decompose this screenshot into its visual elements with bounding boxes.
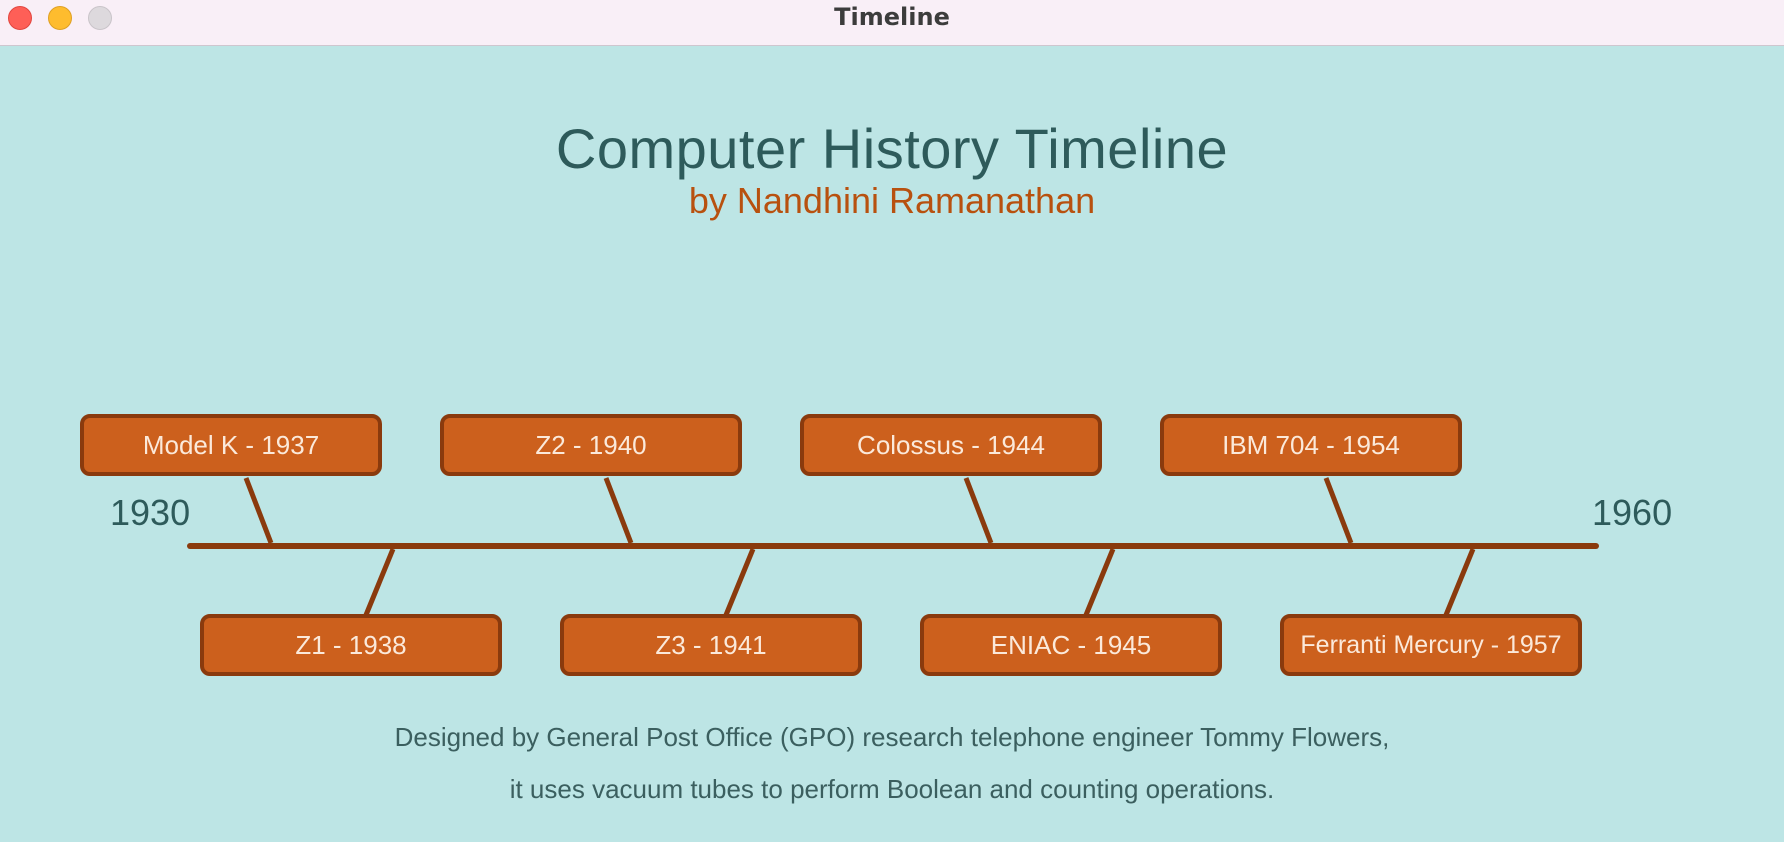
connector-model-k: [243, 477, 274, 544]
connector-colossus: [963, 477, 994, 544]
connector-z2: [603, 477, 634, 544]
page-subtitle: by Nandhini Ramanathan: [688, 180, 1096, 221]
timeline-graphic: [187, 477, 1599, 616]
event-z3[interactable]: Z3 - 1941: [560, 614, 862, 676]
connector-z1: [363, 548, 396, 616]
connector-eniac: [1083, 548, 1116, 616]
window-titlebar: Timeline: [0, 0, 1784, 46]
event-z2[interactable]: Z2 - 1940: [440, 414, 742, 476]
event-model-k[interactable]: Model K - 1937: [80, 414, 382, 476]
zoom-window-button[interactable]: [88, 6, 112, 30]
timeline-start-year: 1930: [110, 492, 191, 533]
timeline-canvas: Computer History Timeline by Nandhini Ra…: [0, 46, 1784, 842]
event-description-line-1: Designed by General Post Office (GPO) re…: [394, 722, 1390, 752]
connector-z3: [723, 548, 756, 616]
event-ibm-704[interactable]: IBM 704 - 1954: [1160, 414, 1462, 476]
minimize-window-button[interactable]: [48, 6, 72, 30]
event-ferranti-mercury[interactable]: Ferranti Mercury - 1957: [1280, 614, 1582, 676]
event-eniac[interactable]: ENIAC - 1945: [920, 614, 1222, 676]
close-window-button[interactable]: [8, 6, 32, 30]
connector-ferranti-mercury: [1443, 548, 1476, 616]
event-z1[interactable]: Z1 - 1938: [200, 614, 502, 676]
timeline-end-year: 1960: [1592, 492, 1673, 533]
page-title: Computer History Timeline: [555, 117, 1229, 180]
window-title: Timeline: [834, 3, 950, 31]
event-description-line-2: it uses vacuum tubes to perform Boolean …: [509, 774, 1275, 804]
event-colossus[interactable]: Colossus - 1944: [800, 414, 1102, 476]
connector-ibm-704: [1323, 477, 1354, 544]
